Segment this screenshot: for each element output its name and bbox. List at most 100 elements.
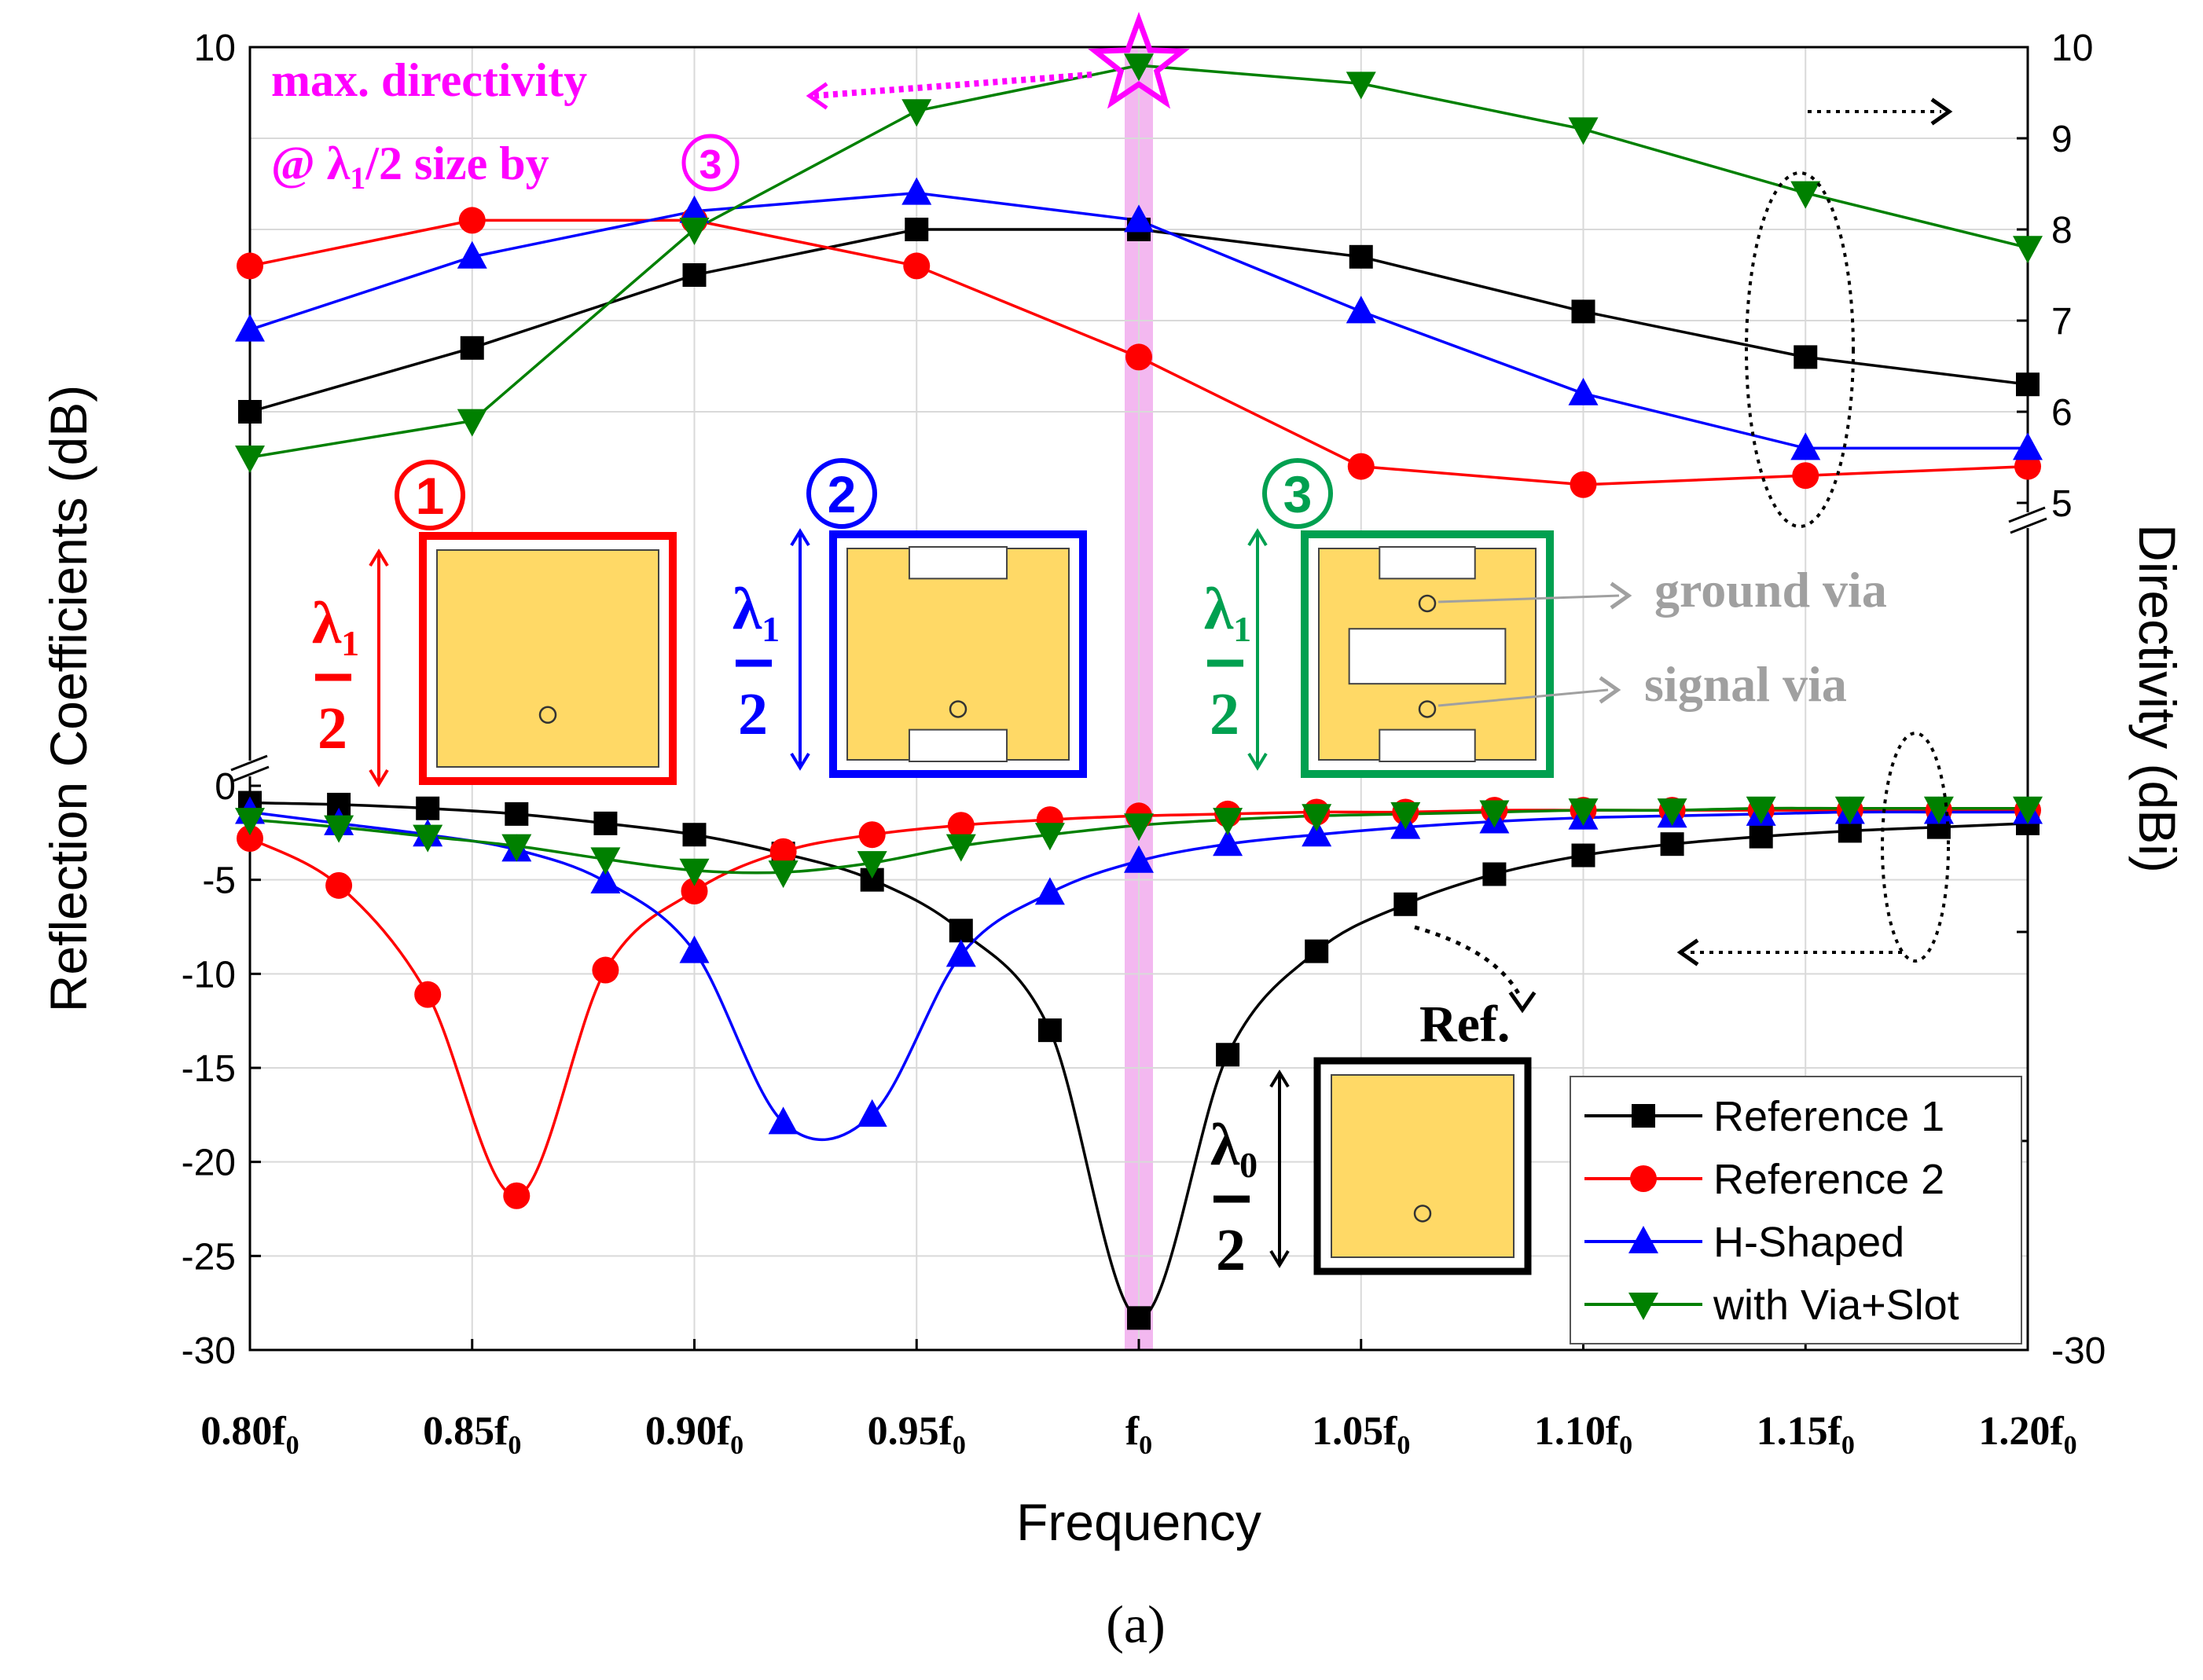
reflection-point	[1482, 862, 1507, 886]
reflection-point	[1127, 1306, 1151, 1330]
x-tick-label-sub: 0	[1841, 1431, 1855, 1460]
reflection-point	[857, 851, 887, 879]
circled-2-label: 2	[828, 465, 857, 523]
dimension-arrow-1-head-top-icon	[369, 548, 389, 567]
max-directivity-star-icon	[1088, 12, 1190, 109]
lambda0-half-lambda-sub: 0	[1239, 1145, 1258, 1185]
directivity-group-ellipse	[1745, 171, 1855, 528]
x-tick-label: 1.10f0	[1534, 1409, 1632, 1460]
directivity-point	[679, 218, 710, 245]
lambda1-half-green-lambda-sub: 1	[1233, 609, 1251, 649]
left-tick-label: 0	[215, 766, 236, 808]
ref-label: Ref.	[1419, 996, 1510, 1053]
directivity-point	[237, 252, 263, 280]
legend-label: Reference 2	[1713, 1156, 1944, 1203]
lambda1-half-red-lambda: λ1	[312, 590, 359, 663]
right-tick-label: 10	[2051, 28, 2093, 69]
lambda1-half-blue-lambda-sub: 1	[762, 609, 780, 649]
circled-3-label: 3	[1283, 465, 1313, 523]
reflection-point	[416, 796, 440, 820]
directivity-point	[458, 207, 486, 234]
lambda1-half-red-denominator: 2	[318, 695, 347, 761]
signal-via-label: signal via	[1644, 656, 1847, 712]
right-tick-label: 5	[2051, 483, 2073, 525]
dimension-arrow-3-head-top-icon	[1247, 528, 1268, 547]
reflection-point	[682, 823, 707, 847]
reflection-point	[1213, 828, 1243, 857]
x-tick-label-main: 0.95f	[868, 1409, 953, 1454]
label-part: @ λ	[271, 138, 351, 189]
left-tick-label: -30	[182, 1330, 236, 1372]
x-tick-label: 1.05f0	[1312, 1409, 1410, 1460]
reflection-point	[1302, 819, 1332, 847]
lambda0-half-denominator: 2	[1216, 1217, 1246, 1283]
x-tick-label-main: 0.90f	[645, 1409, 731, 1454]
directivity-point	[1124, 53, 1154, 82]
reflection-point	[769, 838, 797, 865]
directivity-point	[238, 400, 262, 424]
x-tick-label-sub: 0	[1397, 1431, 1410, 1460]
signal-via-pointer	[1437, 688, 1609, 707]
lambda1-half-blue-denominator: 2	[738, 681, 768, 747]
reflection-point	[590, 866, 621, 894]
reflection-point	[235, 808, 265, 836]
right-tick-label: 8	[2051, 210, 2073, 251]
directivity-point	[1790, 181, 1821, 209]
reflection-line-2	[249, 810, 2028, 1142]
directivity-point	[457, 240, 487, 269]
ground-via-label: ground via	[1654, 562, 1887, 618]
reflection-group-ellipse	[1881, 732, 1950, 963]
ground-via-pointer	[1437, 594, 1620, 603]
directivity-point	[2016, 372, 2040, 397]
reflection-point	[413, 824, 443, 853]
left-tick-label-top: 10	[194, 28, 236, 69]
legend-label: Reference 1	[1713, 1093, 1944, 1140]
right-tick-label: 9	[2051, 119, 2073, 160]
design-3-patch-icon-notch-bottom	[1379, 728, 1476, 763]
design-3-patch-icon-ground-via	[1418, 594, 1437, 613]
directivity-point	[1792, 462, 1819, 490]
directivity-point	[903, 252, 931, 280]
design-2-patch-icon	[829, 530, 1087, 778]
legend-marker	[1632, 1104, 1655, 1128]
directivity-point	[460, 336, 484, 360]
directivity-point	[1570, 471, 1597, 498]
design-1-patch-icon-patch	[436, 549, 659, 768]
reflection-point	[1393, 892, 1418, 916]
directivity-point	[1346, 72, 1376, 100]
max-directivity-arrowhead-icon	[806, 82, 828, 110]
directivity-point	[682, 263, 707, 287]
reflection-point	[945, 939, 976, 967]
x-tick-label-main: 0.85f	[423, 1409, 509, 1454]
reference-patch-icon	[1313, 1057, 1532, 1275]
circled-2-circle	[806, 458, 877, 529]
x-tick-label-main: 1.10f	[1534, 1409, 1620, 1454]
reflection-point	[945, 834, 976, 862]
reflection-point	[237, 825, 263, 853]
reflection-point	[681, 878, 708, 905]
left-axis-break-stroke	[232, 765, 270, 783]
reflection-point	[503, 1182, 531, 1209]
lambda0-half-lambda-glyph: λ	[1210, 1112, 1240, 1178]
x-tick-label-sub: 0	[1619, 1431, 1632, 1460]
circled-1-label: 1	[416, 467, 445, 525]
design-3-patch-icon-notch-top	[1379, 546, 1476, 580]
reflection-point	[679, 935, 710, 963]
x-tick-label-sub: 0	[508, 1431, 521, 1460]
dimension-arrow-2-head-bottom-icon	[790, 752, 810, 771]
subfigure-label: (a)	[1106, 1594, 1165, 1654]
left-tick-label: -25	[182, 1236, 236, 1278]
directivity-point	[679, 195, 710, 223]
left-arrowhead-icon	[1676, 938, 1699, 967]
reflection-point	[501, 834, 532, 862]
directivity-point	[1125, 343, 1152, 371]
directivity-point	[1790, 432, 1821, 460]
label-subscript: 1	[350, 160, 365, 196]
reflection-point	[324, 815, 354, 843]
x-tick-label-sub: 0	[286, 1431, 299, 1460]
left-tick-label: -10	[182, 954, 236, 996]
reflection-point	[1571, 843, 1595, 868]
reflection-point	[679, 858, 710, 886]
